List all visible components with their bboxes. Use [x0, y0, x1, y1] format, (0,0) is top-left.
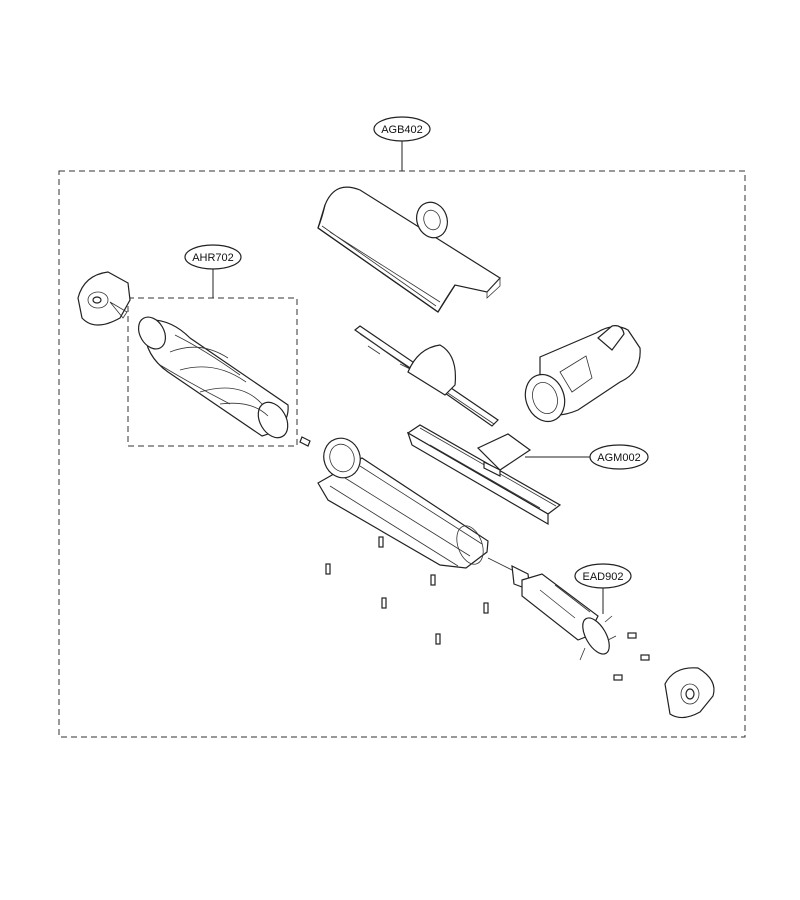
screw-icon: [325, 563, 331, 575]
callout-label-agm002: AGM002: [597, 452, 640, 464]
left-end-cap-part: [77, 271, 131, 326]
callout-ead902[interactable]: EAD902: [574, 563, 632, 614]
handle-joint-part: [524, 325, 641, 423]
callout-agb402[interactable]: AGB402: [373, 116, 431, 171]
top-cover-part: [317, 186, 501, 313]
screw-icon: [613, 674, 623, 681]
base-frame-part: [317, 437, 489, 569]
callout-label-ead902: EAD902: [583, 571, 624, 583]
screw-icon: [483, 602, 489, 614]
callout-label-agb402: AGB402: [381, 124, 423, 136]
top-cover-knob-icon: [416, 201, 448, 239]
brush-roll-part: [137, 316, 289, 439]
callout-label-ahr702: AHR702: [192, 252, 234, 264]
callout-agm002[interactable]: AGM002: [525, 444, 649, 470]
gear-module-part: [406, 424, 562, 526]
right-end-cap-part: [664, 667, 715, 719]
screw-icon: [378, 536, 384, 548]
motor-part: [487, 557, 617, 661]
screw-icon: [627, 632, 637, 639]
air-duct-part: [353, 325, 499, 427]
screw-icon: [435, 633, 441, 645]
screw-icon: [430, 574, 436, 586]
screw-small-icon: [299, 436, 311, 447]
screw-icon: [381, 597, 387, 609]
screw-icon: [640, 654, 650, 661]
callout-ahr702[interactable]: AHR702: [184, 244, 242, 298]
